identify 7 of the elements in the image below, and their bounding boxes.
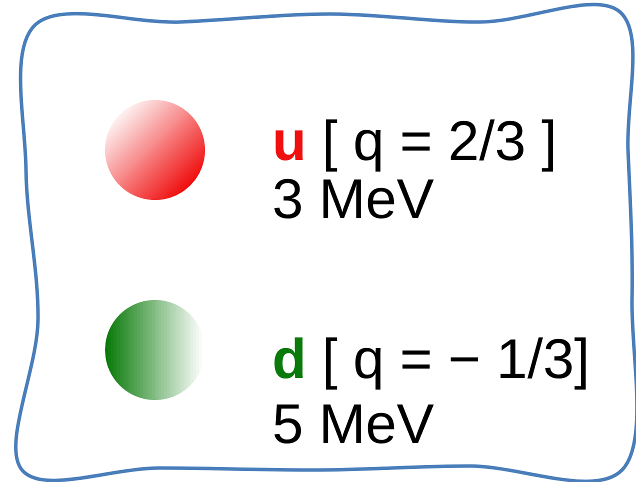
outline-shape xyxy=(14,2,636,482)
ball xyxy=(105,100,205,200)
ball xyxy=(105,300,205,400)
mass-label: 3 MeV xyxy=(274,178,434,219)
mass-label: 5 MeV xyxy=(274,404,434,444)
quark-label: u [ q = 2/3 ] xyxy=(276,119,553,172)
quark-label: d [ q = − 1/3] xyxy=(274,337,586,390)
